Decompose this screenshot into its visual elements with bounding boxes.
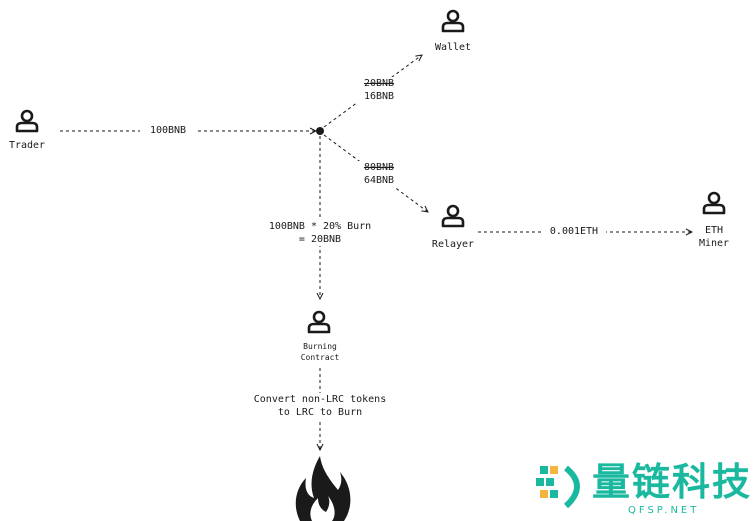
person-icon xyxy=(702,191,726,215)
node-relayer-label: Relayer xyxy=(431,239,475,250)
watermark-en: QFSP.NET xyxy=(628,505,700,516)
node-eth-miner-label: ETH Miner xyxy=(698,225,730,249)
person-icon xyxy=(441,204,465,228)
edge-label-hub-relayer: 80BNB 64BNB xyxy=(356,161,402,187)
edge-label-burn-fire: Convert non-LRC tokens to LRC to Burn xyxy=(240,393,400,419)
watermark: 量链科技 QFSP.NET xyxy=(528,458,753,521)
edge-label-trader-hub: 100BNB xyxy=(140,124,196,137)
edge-label-hub-burn: 100BNB * 20% Burn = 20BNB xyxy=(256,220,384,246)
hub-dot xyxy=(316,127,324,135)
watermark-cn: 量链科技 xyxy=(592,460,753,504)
edge-label-hub-wallet: 20BNB 16BNB xyxy=(356,77,402,103)
node-wallet-label: Wallet xyxy=(434,42,472,53)
person-icon xyxy=(307,310,331,334)
watermark-logo-icon xyxy=(536,465,580,509)
fire-icon xyxy=(295,456,351,521)
edge-label-relayer-miner: 0.001ETH xyxy=(542,225,606,238)
person-icon xyxy=(441,9,465,33)
node-burning-contract-label: Burning Contract xyxy=(300,342,340,362)
person-icon xyxy=(15,109,39,133)
node-trader-label: Trader xyxy=(8,140,46,151)
